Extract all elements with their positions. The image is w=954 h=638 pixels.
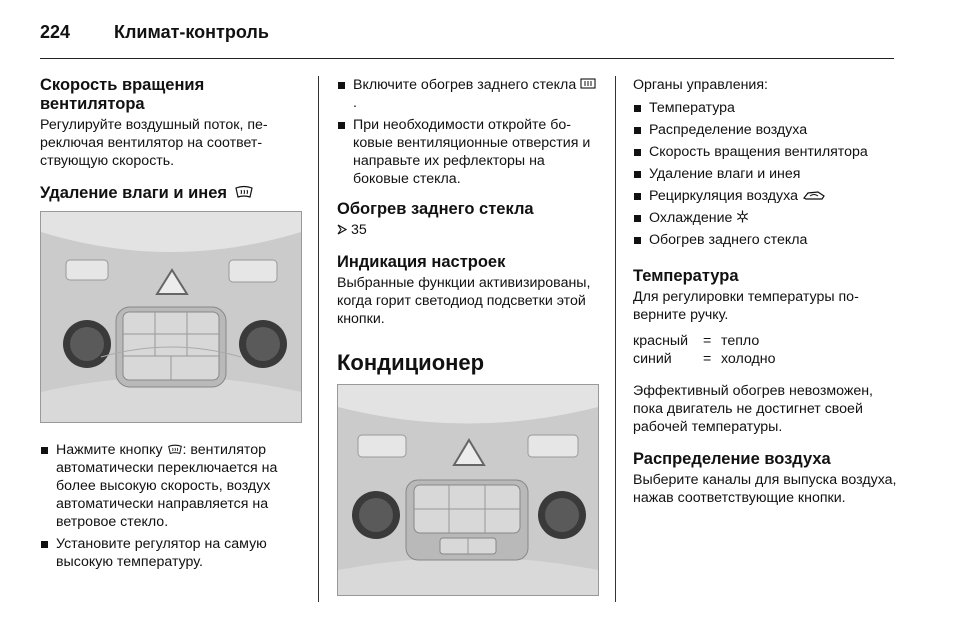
column-divider	[318, 76, 319, 602]
defog-steps-continued: Включите обогрев заднего стекла . При не…	[337, 76, 599, 188]
legend-value: холодно	[721, 351, 776, 367]
climate-panel-photo-2	[337, 384, 599, 596]
rear-defrost-heading: Обогрев заднего стекла	[337, 200, 534, 218]
column-divider	[615, 76, 616, 602]
rear-defrost-step-text: .	[353, 95, 357, 111]
page-header: 224 Климат-контроль	[40, 22, 269, 43]
heating-note: Эффективный обогрев невозмо­жен, пока дв…	[633, 383, 873, 435]
fan-heading: Скорость вращения вентилятора	[40, 76, 205, 113]
list-item: Нажмите кнопку : вентилятор автоматическ…	[40, 441, 302, 531]
distribution-heading: Распределение воздуха	[633, 450, 831, 468]
temperature-text: Для регулировки температуры по­верните р…	[633, 289, 859, 323]
defog-heading: Удаление влаги и инея	[40, 184, 302, 203]
legend-key: красный	[633, 333, 689, 349]
defog-steps: Нажмите кнопку : вентилятор автоматическ…	[40, 441, 302, 571]
list-item: Скорость вращения вентилятора	[633, 143, 898, 161]
list-item-text: Рециркуляция воздуха	[649, 188, 798, 204]
list-item-text: Охлаждение	[649, 210, 733, 226]
list-item: Распределение воздуха	[633, 121, 898, 139]
list-item: Температура	[633, 99, 898, 117]
page-title: Климат-контроль	[114, 22, 269, 42]
temperature-heading: Температура	[633, 267, 739, 285]
list-item: Охлаждение	[633, 209, 898, 227]
recirculation-icon	[802, 191, 825, 200]
rear-defrost-step-text: Включите обогрев заднего стекла	[353, 77, 577, 93]
page-reference: 35	[350, 222, 367, 238]
ac-heading: Кондиционер	[337, 350, 485, 375]
rear-window-defrost-icon	[580, 78, 596, 89]
page-number: 224	[40, 22, 71, 42]
column-1: Скорость вращения вентилятора Регулируйт…	[40, 76, 302, 575]
fan-text: Регулируйте воздушный поток, пе­реключая…	[40, 117, 268, 169]
list-item: Установите регулятор на самую высокую те…	[40, 535, 302, 571]
snowflake-icon	[737, 210, 749, 223]
climate-panel-photo-1	[40, 211, 302, 423]
column-3: Органы управления: Температура Распредел…	[633, 76, 898, 507]
windshield-defrost-icon	[167, 444, 182, 455]
windshield-defrost-icon	[234, 185, 253, 198]
header-rule	[40, 58, 894, 59]
page-reference-arrow-icon	[337, 224, 348, 235]
list-item: Рециркуляция воздуха	[633, 187, 898, 205]
defog-step-text: Нажмите кнопку	[56, 442, 163, 458]
list-item: Удаление влаги и инея	[633, 165, 898, 183]
temperature-legend: красный = тепло синий = холодно	[633, 332, 776, 368]
distribution-text: Выберите каналы для выпуска воз­духа, на…	[633, 472, 897, 506]
legend-key: синий	[633, 351, 672, 367]
legend-equals: =	[703, 333, 712, 349]
column-2: Включите обогрев заднего стекла . При не…	[337, 76, 599, 596]
legend-equals: =	[703, 351, 712, 367]
indication-heading: Индикация настроек	[337, 253, 506, 271]
indication-text: Выбранные функции активизиро­ваны, когда…	[337, 275, 591, 327]
list-item: Включите обогрев заднего стекла .	[337, 76, 599, 112]
defog-step-text: : вентилятор автоматически переключается…	[56, 442, 278, 530]
list-item: При необходимости откройте бо­ковые вент…	[337, 116, 599, 188]
defog-heading-text: Удаление влаги и инея	[40, 184, 228, 202]
legend-value: тепло	[721, 333, 760, 349]
controls-list: Температура Распределение воздуха Скорос…	[633, 99, 898, 249]
rear-defrost-reference[interactable]: 35	[337, 221, 599, 239]
controls-intro: Органы управления:	[633, 77, 768, 93]
list-item: Обогрев заднего стекла	[633, 231, 898, 249]
